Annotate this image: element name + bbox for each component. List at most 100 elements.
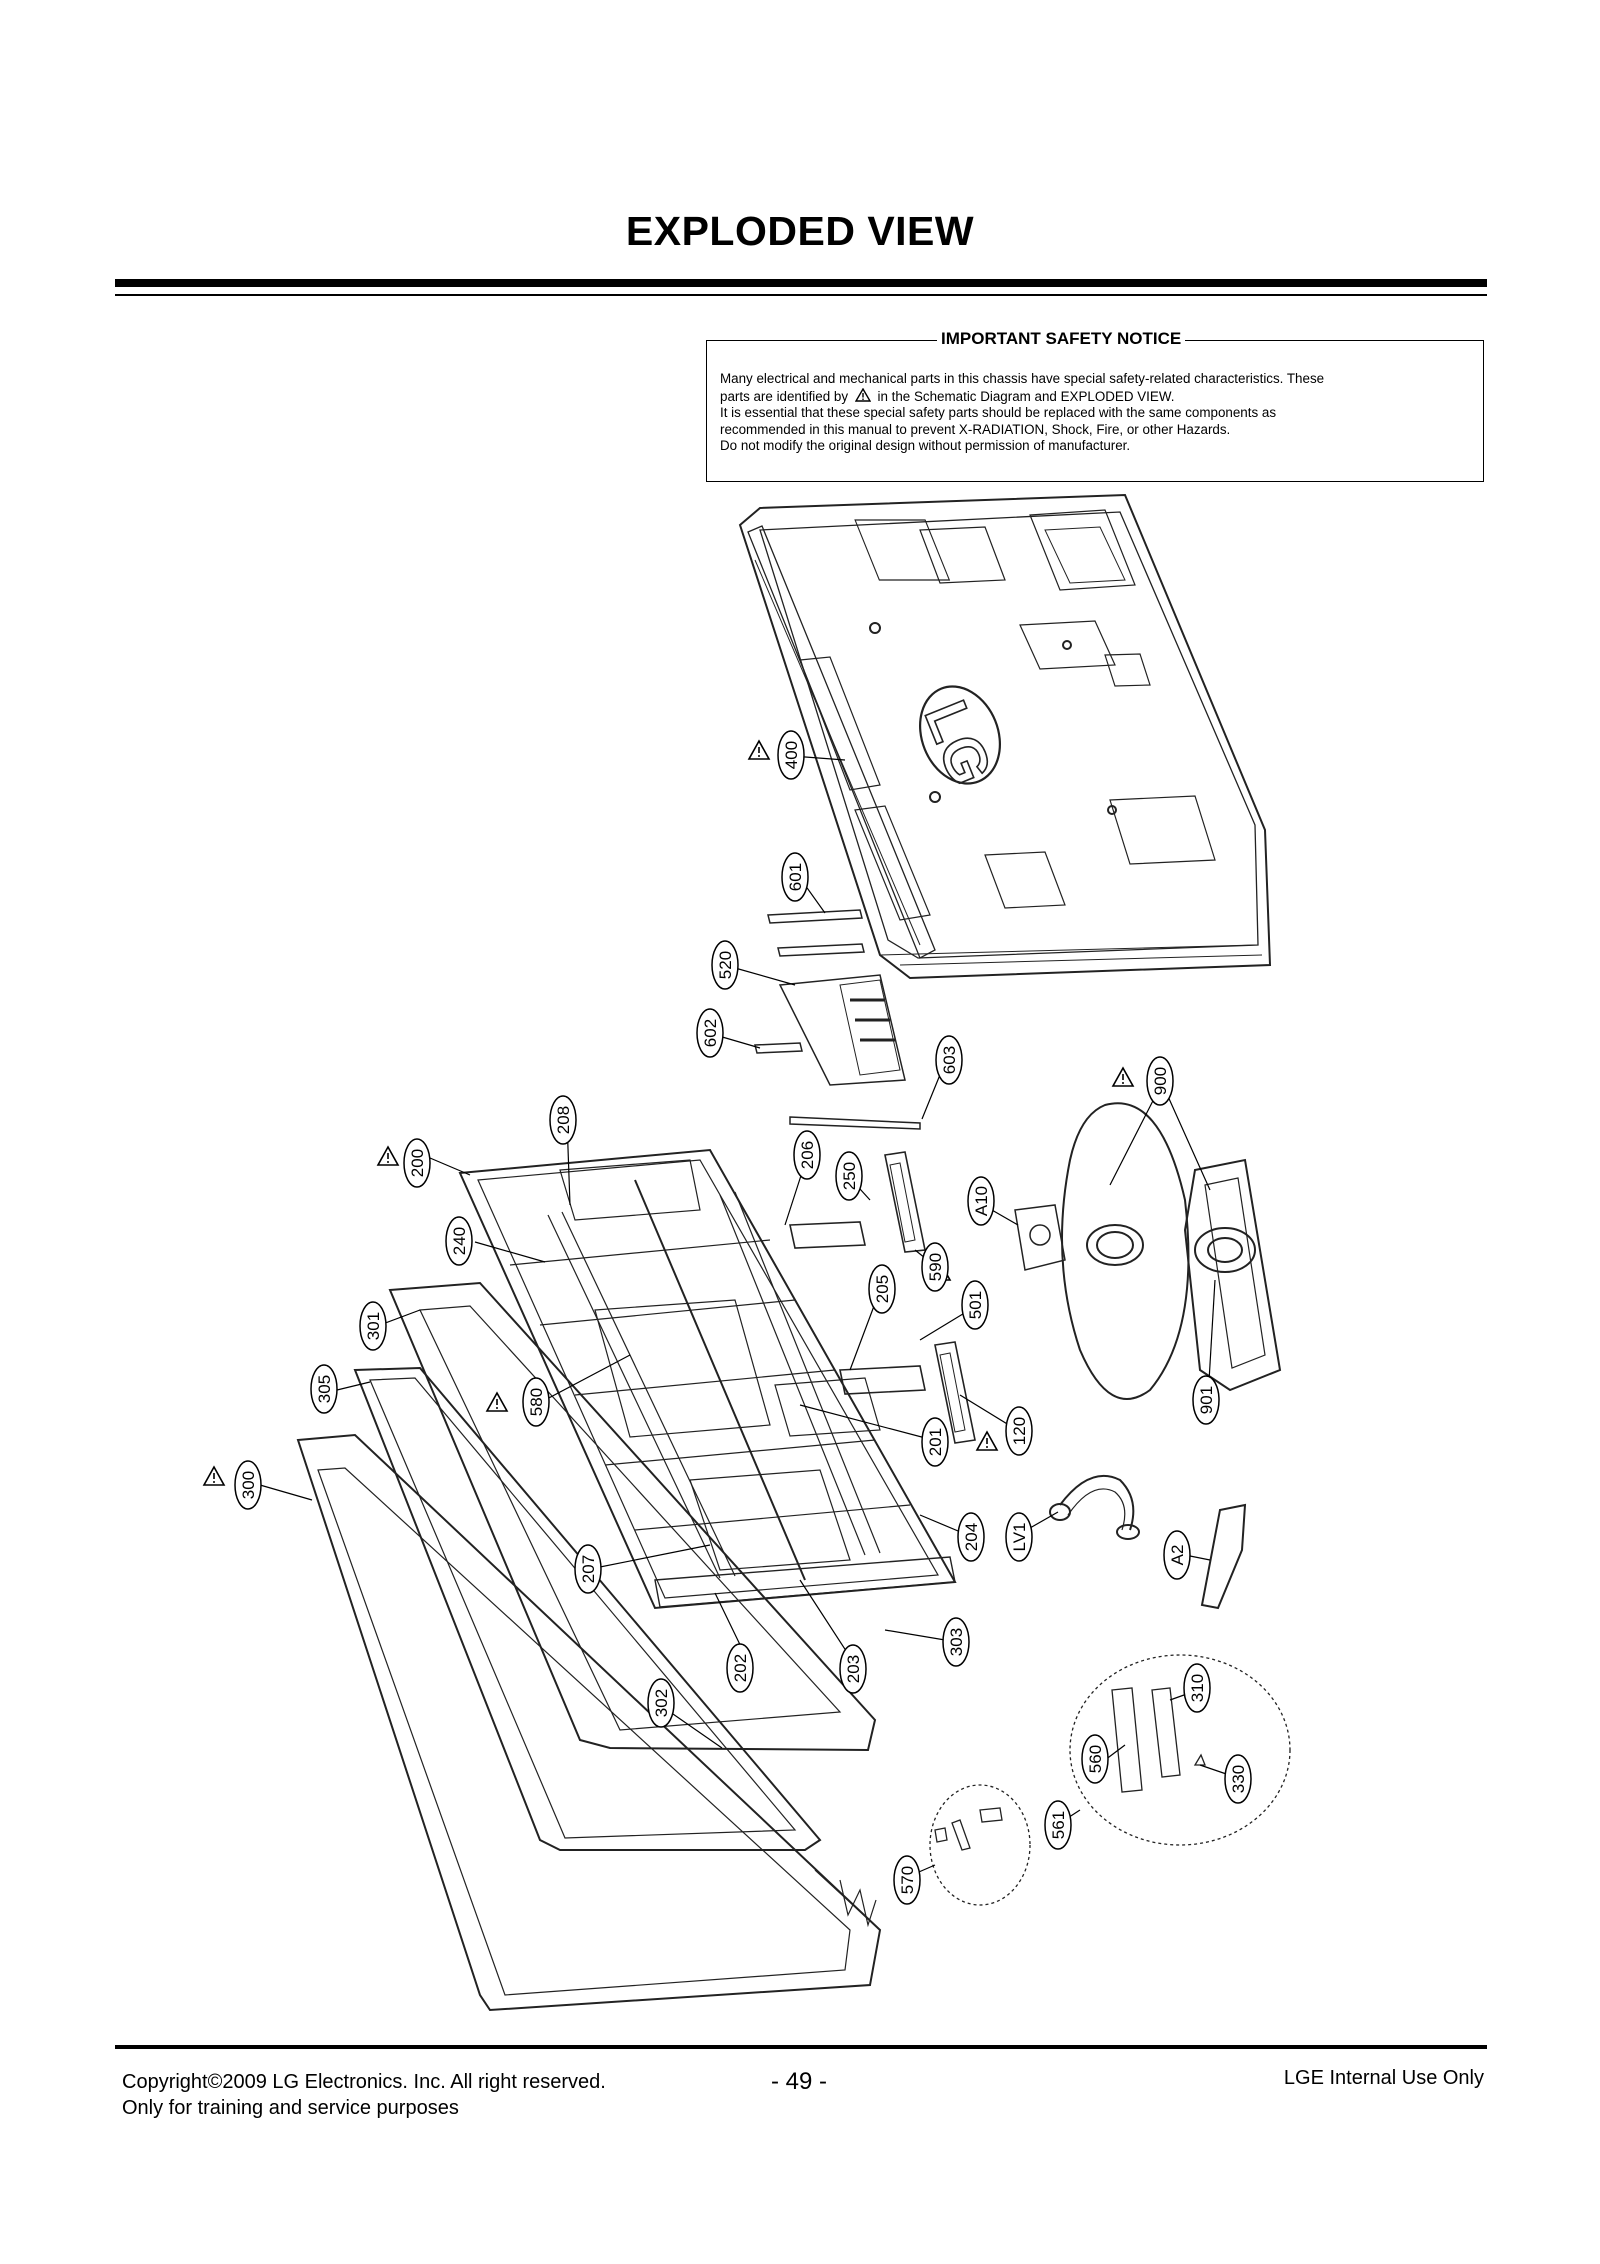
part-callout-label: 603 — [940, 1046, 959, 1074]
part-callout-lv1: LV1 — [1005, 1512, 1033, 1562]
footer-copyright: Copyright©2009 LG Electronics. Inc. All … — [122, 2071, 606, 2093]
part-callout-305: 305 — [310, 1364, 338, 1414]
title-rule-thin — [115, 294, 1487, 296]
part-callout-label: 205 — [873, 1275, 892, 1303]
part-callout-label: 590 — [926, 1253, 945, 1281]
part-callout-330: 330 — [1224, 1754, 1252, 1804]
part-callout-205: 205 — [868, 1264, 896, 1314]
part-callout-601: 601 — [781, 852, 809, 902]
part-callout-label: 901 — [1197, 1386, 1216, 1414]
part-callout-602: 602 — [696, 1008, 724, 1058]
part-callout-label: 303 — [947, 1628, 966, 1656]
part-callout-200: 200 — [403, 1138, 431, 1188]
part-callout-label: 300 — [239, 1471, 258, 1499]
notice-line-2-start: parts are identified by — [720, 388, 849, 404]
part-callout-label: 601 — [786, 863, 805, 891]
part-callout-580: 580 — [522, 1377, 550, 1427]
warning-triangle-icon — [486, 1392, 508, 1412]
part-callout-240: 240 — [445, 1216, 473, 1266]
leader-lines — [259, 755, 1239, 1879]
safety-notice-box: IMPORTANT SAFETY NOTICE Many electrical … — [706, 329, 1484, 482]
cable-and-cover — [1049, 1475, 1247, 1610]
brackets-and-board — [754, 909, 921, 1130]
part-callout-label: 602 — [701, 1019, 720, 1047]
part-callout-label: 900 — [1151, 1067, 1170, 1095]
warning-triangle-icon — [1112, 1067, 1134, 1087]
part-callout-900: 900 — [1146, 1056, 1174, 1106]
warning-triangle-icon — [854, 387, 871, 402]
part-callout-label: 310 — [1188, 1674, 1207, 1702]
part-callout-label: 201 — [926, 1428, 945, 1456]
part-callout-label: 305 — [315, 1375, 334, 1403]
part-callout-207: 207 — [574, 1544, 602, 1594]
part-callout-a10: A10 — [967, 1176, 995, 1226]
part-callout-302: 302 — [647, 1678, 675, 1728]
part-callout-201: 201 — [921, 1417, 949, 1467]
part-callout-label: 560 — [1086, 1745, 1105, 1773]
part-callout-301: 301 — [359, 1301, 387, 1351]
part-callout-310: 310 — [1183, 1663, 1211, 1713]
part-callout-label: A10 — [972, 1186, 991, 1216]
part-callout-label: 208 — [554, 1106, 573, 1134]
part-callout-label: 120 — [1010, 1417, 1029, 1445]
part-callout-520: 520 — [711, 940, 739, 990]
part-callout-label: 561 — [1049, 1811, 1068, 1839]
part-callout-590: 590 — [921, 1242, 949, 1292]
page-title: EXPLODED VIEW — [625, 208, 975, 254]
warning-triangle-icon — [976, 1431, 998, 1451]
lg-logo-text: LG — [912, 692, 1005, 794]
notice-line-2: parts are identified by in the Schematic… — [720, 387, 1470, 406]
part-callout-400: 400 — [777, 730, 805, 780]
detail-callouts — [929, 1654, 1291, 1906]
part-callout-label: 200 — [408, 1149, 427, 1177]
part-callout-203: 203 — [839, 1644, 867, 1694]
safety-notice-title: IMPORTANT SAFETY NOTICE — [937, 329, 1186, 349]
footer-purpose: Only for training and service purposes — [122, 2097, 459, 2119]
warning-triangle-icon — [203, 1466, 225, 1486]
part-callout-202: 202 — [726, 1643, 754, 1693]
part-callout-label: 501 — [966, 1291, 985, 1319]
warning-triangle-icon — [748, 740, 770, 760]
part-callout-501: 501 — [961, 1280, 989, 1330]
part-callout-label: 580 — [527, 1388, 546, 1416]
panel-frames — [296, 1281, 882, 2012]
part-callout-label: 330 — [1229, 1765, 1248, 1793]
notice-line-5: Do not modify the original design withou… — [720, 438, 1131, 454]
part-callout-label: 203 — [844, 1655, 863, 1683]
part-callout-label: 204 — [962, 1523, 981, 1551]
stand-assembly — [1014, 1102, 1282, 1400]
main-chassis — [458, 1148, 957, 1610]
footer-internal-use: LGE Internal Use Only — [1283, 2067, 1484, 2089]
part-callout-120: 120 — [1005, 1406, 1033, 1456]
part-callout-label: 302 — [652, 1689, 671, 1717]
part-callout-label: 206 — [798, 1141, 817, 1169]
part-callout-901: 901 — [1192, 1375, 1220, 1425]
part-callout-label: 207 — [579, 1555, 598, 1583]
notice-line-2-end: in the Schematic Diagram and EXPLODED VI… — [877, 388, 1175, 404]
footer-rule — [115, 2045, 1487, 2049]
part-callout-204: 204 — [957, 1512, 985, 1562]
part-callout-label: LV1 — [1010, 1523, 1029, 1552]
part-callout-561: 561 — [1044, 1800, 1072, 1850]
part-callout-300: 300 — [234, 1460, 262, 1510]
part-callout-label: 520 — [716, 951, 735, 979]
part-callout-label: 301 — [364, 1312, 383, 1340]
part-callout-a2: A2 — [1163, 1530, 1191, 1580]
part-callout-250: 250 — [835, 1151, 863, 1201]
notice-line-3: It is essential that these special safet… — [720, 405, 1277, 421]
page-number: - 49 - — [771, 2068, 828, 2095]
safety-notice-body: Many electrical and mechanical parts in … — [720, 371, 1470, 455]
part-callout-303: 303 — [942, 1617, 970, 1667]
warning-triangle-icon — [377, 1146, 399, 1166]
part-callout-603: 603 — [935, 1035, 963, 1085]
part-callout-label: A2 — [1168, 1545, 1187, 1566]
part-callout-208: 208 — [549, 1095, 577, 1145]
warning-triangles — [203, 740, 1134, 1486]
part-callout-206: 206 — [793, 1130, 821, 1180]
part-callout-label: 400 — [782, 741, 801, 769]
part-callout-570: 570 — [893, 1855, 921, 1905]
notice-line-1: Many electrical and mechanical parts in … — [720, 371, 1325, 386]
part-callout-560: 560 — [1081, 1734, 1109, 1784]
